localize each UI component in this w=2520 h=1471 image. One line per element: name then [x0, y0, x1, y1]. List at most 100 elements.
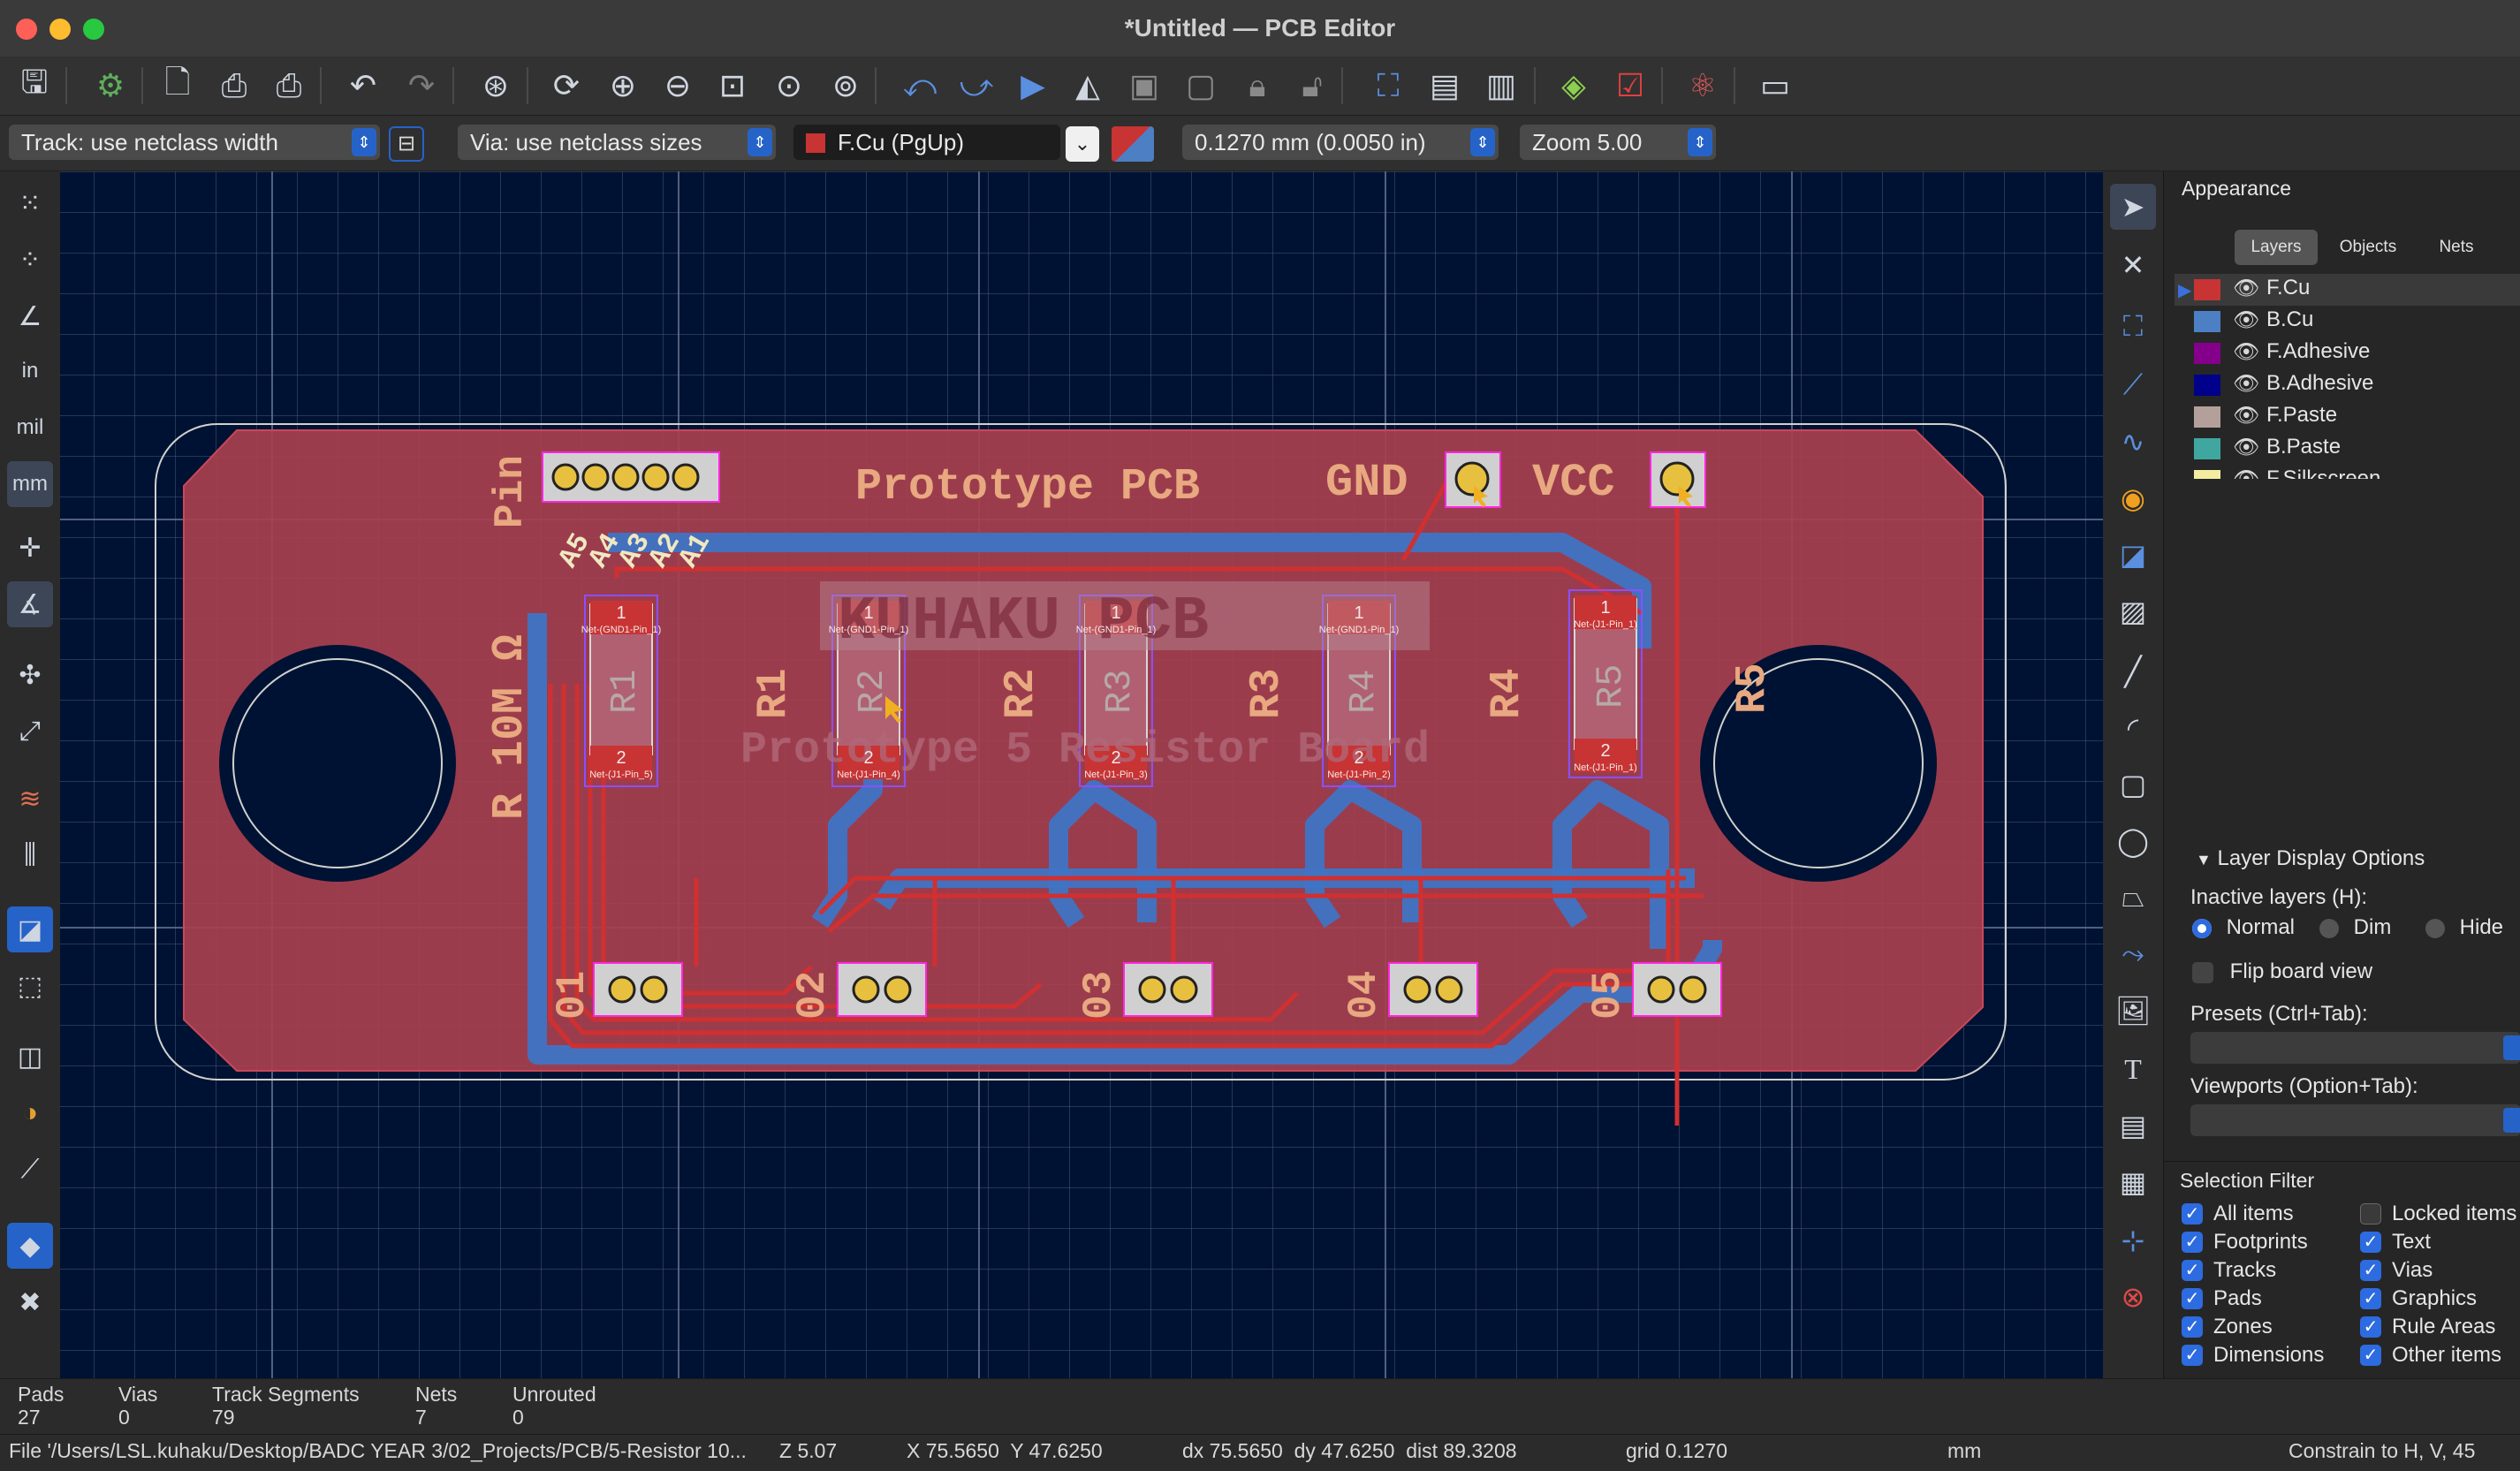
ratsnest-icon[interactable]: ✣ [7, 652, 53, 698]
zoom-objects-icon[interactable]: ⊙ [767, 64, 811, 108]
eye-icon[interactable]: 👁︎ [2233, 403, 2259, 428]
properties-panel-icon[interactable]: ✖ [7, 1279, 53, 1325]
draw-rectangle-icon[interactable]: ▢ [2110, 762, 2156, 808]
mirror-h-icon[interactable]: ▶ [1011, 64, 1055, 108]
units-inches-button[interactable]: in [7, 348, 53, 394]
tune-length-icon[interactable]: ∿ [2110, 419, 2156, 465]
add-zone-icon[interactable]: ◪ [2110, 532, 2156, 578]
grid-select[interactable]: 0.1270 mm (0.0050 in) ⇕ [1182, 125, 1499, 160]
filter-checkbox[interactable]: ✓Rule Areas [2360, 1314, 2495, 1339]
add-via-icon[interactable]: ◉ [2110, 475, 2156, 521]
polar-coords-icon[interactable]: ∠ [7, 293, 53, 339]
footprint-editor-icon[interactable]: ▥ [1479, 64, 1523, 108]
curved-ratsnest-icon[interactable]: ⤢ [7, 709, 53, 754]
inactive-dim-radio[interactable]: Dim [2319, 915, 2391, 940]
filter-checkbox[interactable]: ✓Footprints [2182, 1229, 2308, 1255]
filter-checkbox[interactable]: Locked items [2360, 1201, 2516, 1226]
draw-bezier-icon[interactable]: ⤳ [2110, 931, 2156, 977]
add-table-icon[interactable]: ▦ [2110, 1159, 2156, 1205]
net-highlight-icon[interactable]: ⟋ [7, 1147, 53, 1193]
filter-checkbox[interactable]: ✓Zones [2182, 1314, 2273, 1339]
eye-icon[interactable]: 👁︎ [2233, 339, 2259, 365]
layer-color-swatch[interactable] [2194, 343, 2220, 364]
group-icon[interactable]: ▣ [1122, 64, 1166, 108]
layer-color-swatch[interactable] [2194, 279, 2220, 300]
tab-nets[interactable]: Nets [2417, 230, 2496, 265]
inactive-normal-radio[interactable]: Normal [2192, 915, 2295, 940]
netlist-update-icon[interactable]: ⛶ [1366, 64, 1410, 108]
eye-icon[interactable]: 👁︎ [2233, 371, 2259, 397]
angle-constraint-icon[interactable]: ∡ [7, 581, 53, 627]
track-outline-icon[interactable]: ≋ [7, 776, 53, 822]
zone-outline-icon[interactable]: ⬚ [7, 963, 53, 1009]
layer-row[interactable]: 👁︎F.Cu [2176, 274, 2520, 306]
add-footprint-icon[interactable]: ⛶ [2110, 304, 2156, 350]
add-text-icon[interactable]: T [2110, 1046, 2156, 1092]
route-track-icon[interactable]: ⟋ [2110, 362, 2156, 408]
eye-icon[interactable]: 👁︎ [2233, 435, 2259, 460]
print-icon[interactable]: ⎙ [212, 64, 256, 108]
grid-overrides-icon[interactable]: ⁘ [7, 237, 53, 283]
python-console-icon[interactable]: ▭ [1753, 64, 1797, 108]
refresh-icon[interactable]: ⟳ [544, 64, 588, 108]
track-width-select[interactable]: Track: use netclass width ⇕ [9, 125, 380, 160]
eye-icon[interactable]: 👁︎ [2233, 276, 2259, 301]
layer-row[interactable]: 👁︎B.Adhesive [2176, 369, 2520, 401]
select-arrow-icon[interactable]: ➤ [2110, 184, 2156, 230]
presets-select[interactable] [2190, 1032, 2520, 1064]
add-dimension-icon[interactable]: ⊹ [2110, 1217, 2156, 1263]
eye-icon[interactable]: 👁︎ [2233, 466, 2259, 479]
layer-row[interactable]: 👁︎B.Paste [2176, 433, 2520, 465]
filter-checkbox[interactable]: ✓Other items [2360, 1342, 2501, 1368]
filter-checkbox[interactable]: ✓Text [2360, 1229, 2431, 1255]
track-mode-icon[interactable]: ⊟ [389, 126, 424, 162]
units-mils-button[interactable]: mil [7, 405, 53, 451]
add-image-icon[interactable]: 🖼︎ [2110, 988, 2156, 1034]
flip-board-checkbox[interactable]: Flip board view [2192, 959, 2372, 984]
layer-dropdown-button[interactable]: ⌄ [1066, 126, 1099, 162]
drc-icon[interactable]: ☑ [1608, 64, 1652, 108]
draw-polygon-icon[interactable]: ⏢ [2110, 875, 2156, 921]
lock-icon[interactable]: 🔒︎ [1235, 64, 1279, 108]
layer-pair-icon[interactable] [1112, 126, 1154, 162]
filter-checkbox[interactable]: ✓Tracks [2182, 1257, 2276, 1283]
cursor-crosshair-icon[interactable]: ✛ [7, 525, 53, 571]
layer-row[interactable]: 👁︎F.Silkscreen [2176, 465, 2520, 479]
local-ratsnest-icon[interactable]: ✕ [2110, 242, 2156, 288]
filter-checkbox[interactable]: ✓Pads [2182, 1285, 2262, 1311]
add-rule-area-icon[interactable]: ▨ [2110, 588, 2156, 634]
board-setup-icon[interactable]: ⚙ [88, 64, 133, 108]
grid-dots-icon[interactable]: ⁙ [7, 180, 53, 226]
draw-circle-icon[interactable]: ◯ [2110, 818, 2156, 864]
appearance-panel-icon[interactable]: ◆ [7, 1223, 53, 1269]
layer-color-swatch[interactable] [2194, 406, 2220, 428]
pad-outline-icon[interactable]: ◫ [7, 1034, 53, 1080]
zoom-out-icon[interactable]: ⊖ [656, 64, 700, 108]
inactive-hide-radio[interactable]: Hide [2425, 915, 2503, 940]
zoom-fit-icon[interactable]: ⊡ [710, 64, 755, 108]
via-outline-icon[interactable]: ⫼ [7, 832, 53, 878]
display-options-header[interactable]: ▼ Layer Display Options [2196, 846, 2425, 871]
filter-checkbox[interactable]: ✓Graphics [2360, 1285, 2477, 1311]
mirror-v-icon[interactable]: ◭ [1066, 64, 1110, 108]
delete-tool-icon[interactable]: ⊗ [2110, 1274, 2156, 1320]
rotate-ccw-icon[interactable]: ⤺ [898, 64, 942, 108]
plot-icon[interactable]: ⎙ [267, 64, 311, 108]
rotate-cw-icon[interactable]: ⤻ [954, 64, 998, 108]
layer-color-swatch[interactable] [2194, 375, 2220, 396]
zoom-select[interactable]: Zoom 5.00 ⇕ [1520, 125, 1716, 160]
footprint-browser-icon[interactable]: ▤ [1423, 64, 1467, 108]
layer-row[interactable]: 👁︎F.Adhesive [2176, 337, 2520, 369]
find-icon[interactable]: ⊛ [474, 64, 518, 108]
viewports-select[interactable] [2190, 1104, 2520, 1136]
eye-icon[interactable]: 👁︎ [2233, 307, 2259, 333]
ungroup-icon[interactable]: ▢ [1179, 64, 1223, 108]
graphic-outline-icon[interactable]: ◑ [7, 1090, 53, 1136]
unlock-icon[interactable]: 🔓︎ [1290, 64, 1334, 108]
filter-checkbox[interactable]: ✓All items [2182, 1201, 2294, 1226]
draw-line-icon[interactable]: ╱ [2110, 648, 2156, 694]
save-icon[interactable]: 🖫 [12, 64, 57, 108]
layer-select[interactable]: F.Cu (PgUp) [793, 125, 1060, 160]
draw-arc-icon[interactable]: ◜ [2110, 705, 2156, 751]
via-size-select[interactable]: Via: use netclass sizes ⇕ [458, 125, 776, 160]
